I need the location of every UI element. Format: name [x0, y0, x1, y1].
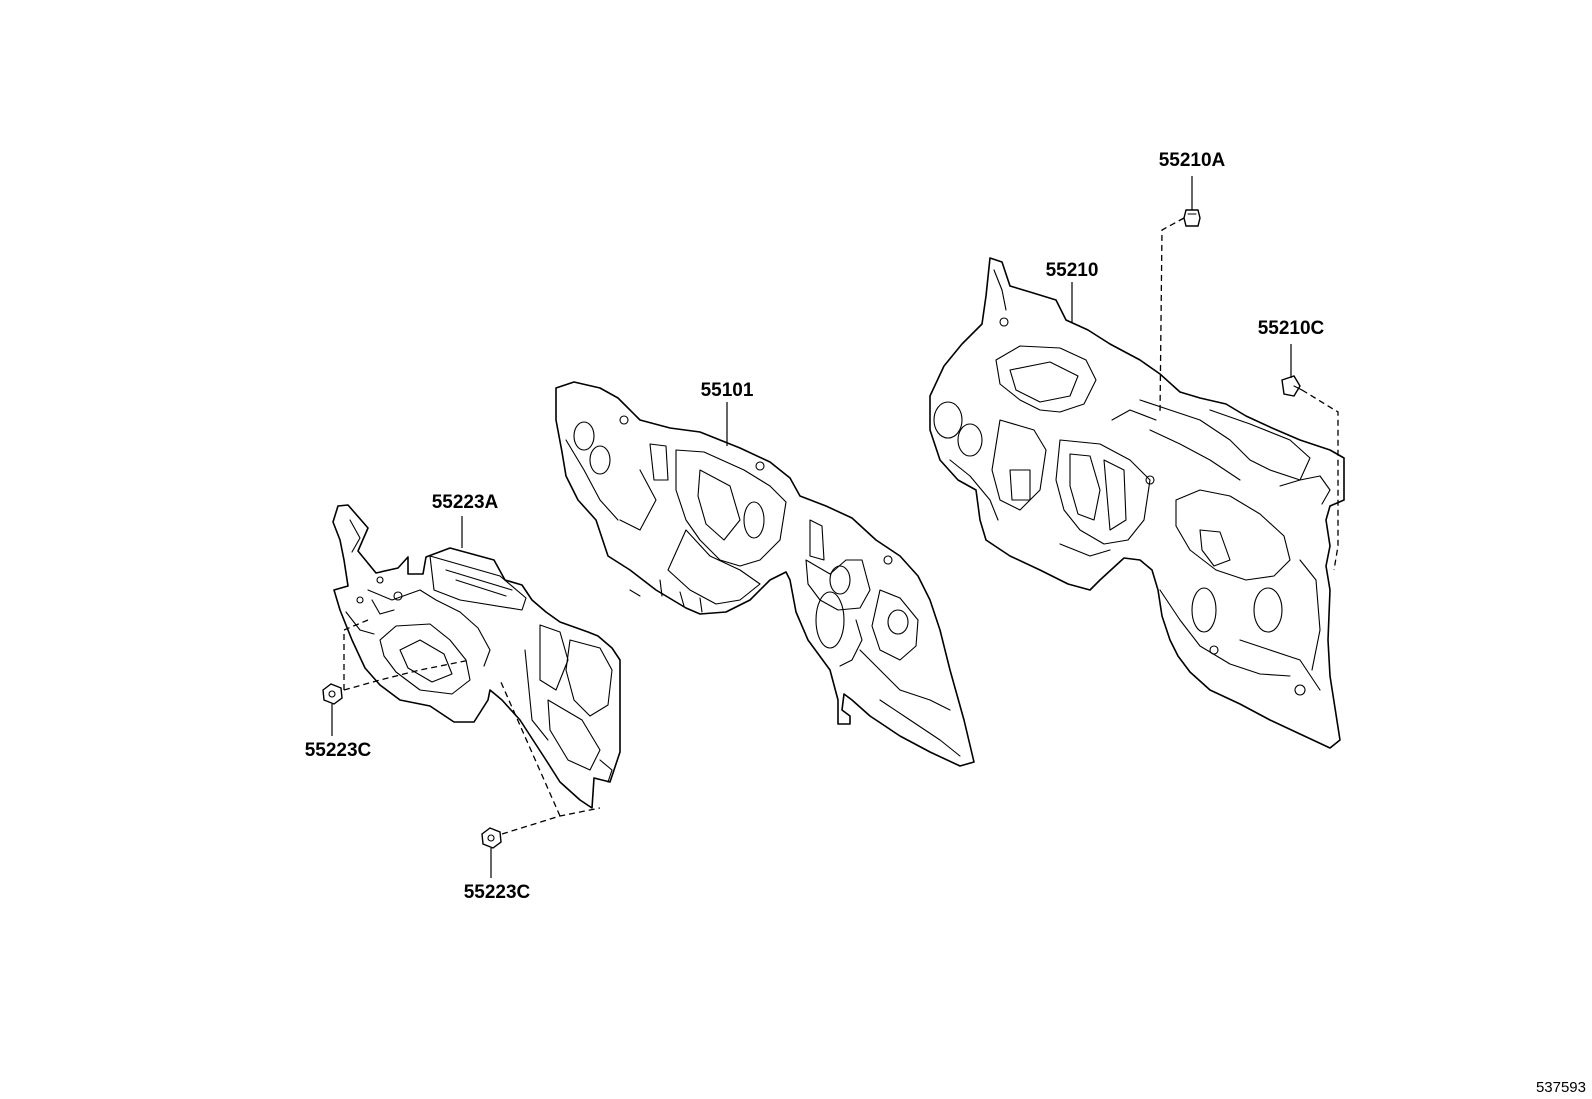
leader-lines [331, 176, 1292, 878]
clip-55210a[interactable] [1183, 209, 1201, 227]
callout-55101: 55101 [701, 380, 754, 401]
callout-55223a: 55223A [432, 492, 499, 513]
dash-panel-55210[interactable] [929, 257, 1345, 749]
install-lines [343, 217, 1339, 835]
diagram-reference-number: 537593 [1536, 1079, 1586, 1096]
clip-55210c[interactable] [1281, 375, 1303, 397]
dash-panel-55101[interactable] [555, 381, 975, 767]
callout-55223c-lower: 55223C [464, 882, 531, 903]
callout-55210c: 55210C [1258, 318, 1325, 339]
nut-55223c-lower[interactable] [481, 827, 502, 849]
nut-55223c-upper[interactable] [322, 683, 343, 705]
callout-55210: 55210 [1046, 260, 1099, 281]
callout-55223c-upper: 55223C [305, 740, 372, 761]
insulator-panel-55223a[interactable] [332, 504, 621, 809]
callout-55210a: 55210A [1159, 150, 1226, 171]
